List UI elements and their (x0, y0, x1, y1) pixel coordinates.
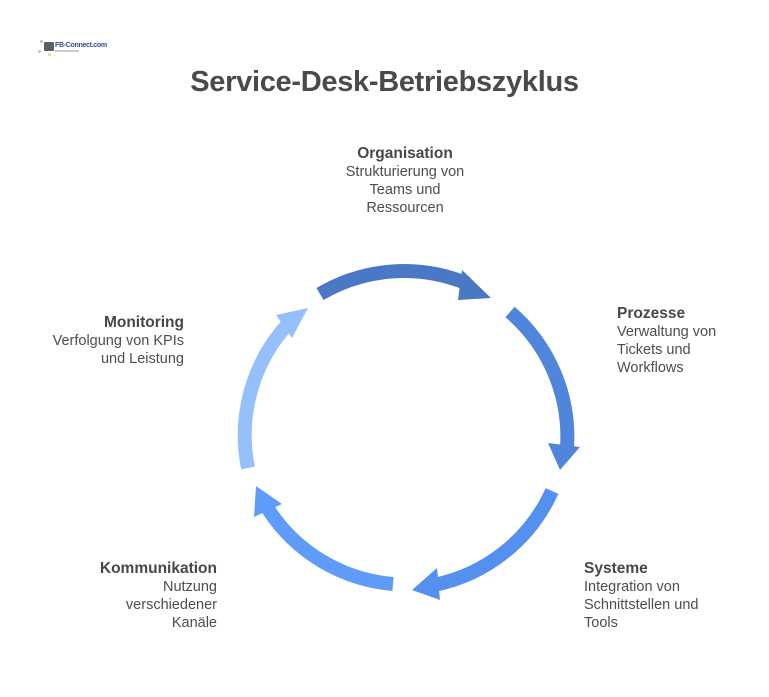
arrow-prozesse-to-systeme (505, 306, 580, 470)
logo-mark-icon (44, 42, 54, 51)
stage-organisation: Organisation Strukturierung von Teams un… (315, 144, 495, 217)
stage-description: Nutzung verschiedener Kanäle (125, 579, 217, 631)
diagram-title: Service-Desk-Betriebszyklus (190, 66, 579, 98)
company-logo: FB-Connect.com (38, 38, 107, 58)
stage-title: Prozesse (617, 305, 686, 322)
stage-description: Verwaltung von Tickets und Workflows (617, 324, 717, 376)
arrow-systeme-to-kommunikation (412, 488, 559, 600)
arrow-kommunikation-to-monitoring (254, 486, 394, 591)
stage-title: Monitoring (103, 314, 184, 331)
stage-description: Verfolgung von KPIs und Leistung (52, 333, 184, 367)
logo-dot-icon (48, 53, 51, 56)
logo-dot-icon (38, 50, 41, 53)
stage-systeme: Systeme Integration von Schnittstellen u… (584, 559, 744, 632)
stage-title: Organisation (357, 145, 453, 162)
stage-title: Kommunikation (99, 560, 217, 577)
stage-description: Integration von Schnittstellen und Tools (584, 579, 699, 631)
logo-tagline (55, 50, 79, 52)
stage-title: Systeme (584, 560, 648, 577)
logo-dot-icon (40, 40, 43, 43)
stage-kommunikation: Kommunikation Nutzung verschiedener Kanä… (60, 559, 217, 632)
arrow-monitoring-to-organisation (237, 308, 308, 470)
stage-monitoring: Monitoring Verfolgung von KPIs und Leist… (20, 313, 184, 368)
logo-text: FB-Connect.com (55, 42, 107, 49)
stage-description: Strukturierung von Teams und Ressourcen (345, 164, 465, 216)
arrow-organisation-to-prozesse (316, 264, 491, 301)
stage-prozesse: Prozesse Verwaltung von Tickets und Work… (617, 304, 757, 377)
